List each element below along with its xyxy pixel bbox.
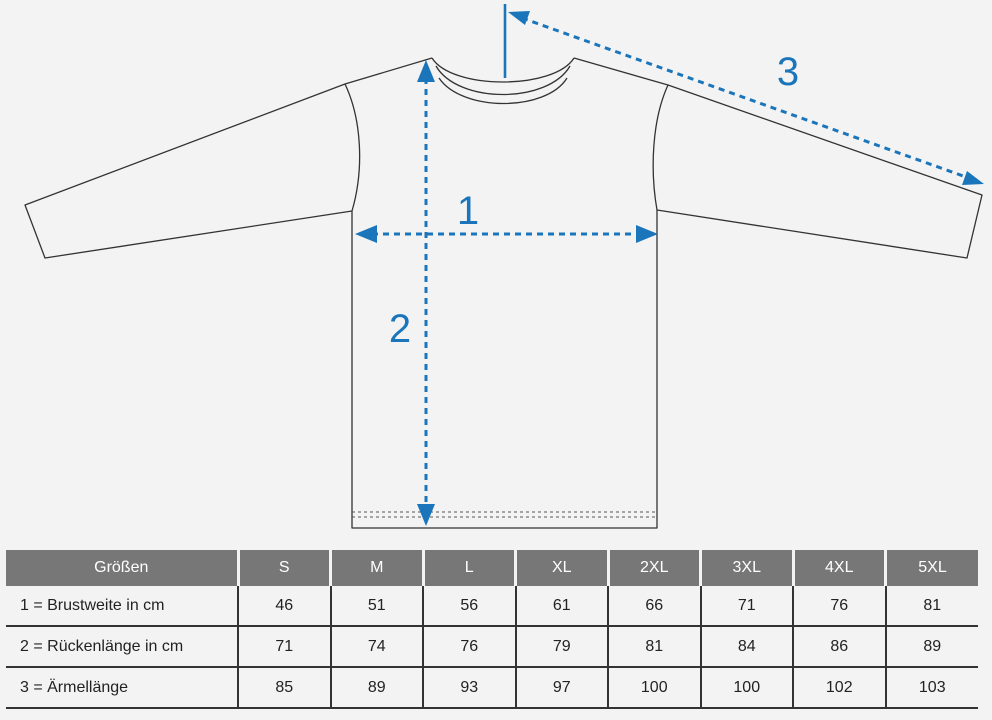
size-header-row: Größen S M L XL 2XL 3XL 4XL 5XL: [6, 550, 978, 586]
table-cell: 76: [422, 626, 516, 668]
table-cell: 85: [237, 667, 331, 709]
row-label: 2 = Rückenlänge in cm: [6, 626, 238, 668]
header-3xl: 3XL: [699, 550, 793, 586]
table-cell: 61: [514, 586, 608, 627]
sleeve-length-arrow: [503, 4, 984, 185]
table-cell: 71: [699, 586, 793, 627]
row-label: 1 = Brustweite in cm: [6, 586, 238, 627]
header-sizes: Größen: [6, 550, 238, 586]
back-length-arrow: [417, 60, 435, 526]
header-m: M: [329, 550, 423, 586]
table-cell: 81: [607, 626, 701, 668]
table-cell: 81: [884, 586, 978, 627]
label-2: 2: [389, 307, 411, 351]
header-s: S: [236, 550, 331, 586]
table-cell: 93: [422, 667, 516, 709]
table-cell: 76: [792, 586, 886, 627]
header-l: L: [421, 550, 516, 586]
shirt-outline: [24, 57, 983, 529]
header-xl: XL: [514, 550, 608, 586]
table-row-sleeve: 3 = Ärmellänge 85 89 93 97 100 100 102 1…: [6, 667, 978, 709]
table-cell: 46: [237, 586, 331, 627]
table-cell: 89: [329, 667, 423, 709]
header-4xl: 4XL: [791, 550, 886, 586]
shirt-diagram: 1 2 3: [24, 4, 984, 529]
table-cell: 100: [699, 667, 793, 709]
table-cell: 79: [514, 626, 608, 668]
table-cell: 66: [607, 586, 701, 627]
table-cell: 103: [884, 667, 978, 709]
row-label: 3 = Ärmellänge: [6, 667, 238, 709]
label-1: 1: [457, 189, 479, 233]
table-cell: 86: [792, 626, 886, 668]
table-cell: 102: [792, 667, 886, 709]
table-cell: 71: [237, 626, 331, 668]
header-5xl: 5XL: [884, 550, 978, 586]
table-cell: 97: [514, 667, 608, 709]
table-cell: 84: [699, 626, 793, 668]
header-2xl: 2XL: [606, 550, 701, 586]
size-table: Größen S M L XL 2XL 3XL 4XL 5XL 1 = Brus…: [6, 550, 978, 709]
table-cell: 100: [607, 667, 701, 709]
table-row-chest: 1 = Brustweite in cm 46 51 56 61 66 71 7…: [6, 586, 978, 627]
table-row-back: 2 = Rückenlänge in cm 71 74 76 79 81 84 …: [6, 626, 978, 668]
table-cell: 51: [329, 586, 423, 627]
table-cell: 56: [422, 586, 516, 627]
label-3: 3: [777, 50, 799, 94]
table-cell: 89: [884, 626, 978, 668]
chest-width-arrow: [355, 225, 658, 243]
table-cell: 74: [329, 626, 423, 668]
